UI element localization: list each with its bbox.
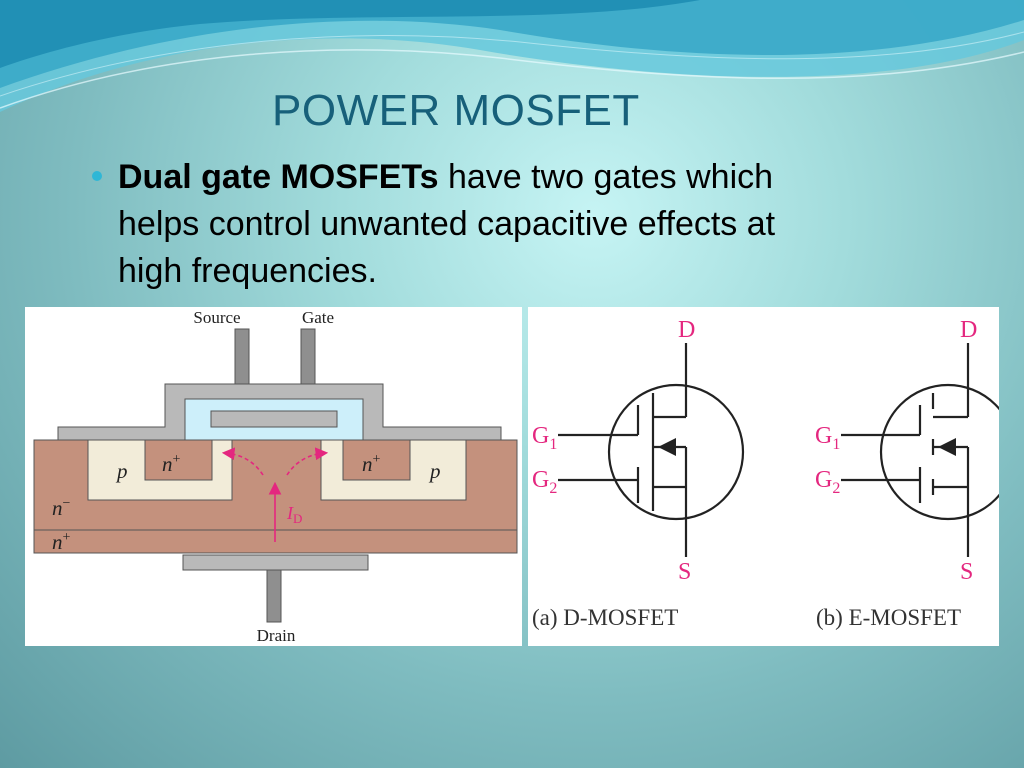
d-mosfet-arrow-icon [658,438,676,456]
drain-terminal [266,569,282,623]
d-mosfet-symbol [558,343,745,557]
e-mosfet-source-label: S [960,559,973,585]
e-mosfet-arrow-icon [938,438,956,456]
n-plus-label-right: n+ [362,452,381,476]
d-mosfet-source-label: S [678,559,691,585]
n-plus-substrate-label: n+ [52,530,71,554]
n-plus-region-left [144,439,213,481]
current-arrow-right [286,447,329,476]
header-wave-decoration [0,0,1024,112]
d-mosfet-g2-label: G2 [532,467,557,497]
bullet-line2: helps control unwanted capacitive effect… [118,205,776,243]
drain-label: Drain [257,626,296,645]
drain-current-label: ID [286,503,302,526]
d-mosfet-g1-label: G1 [532,423,557,453]
caption-d-mosfet: (a) D-MOSFET [532,605,678,630]
p-label-right: p [428,459,441,483]
p-label-left: p [115,459,128,483]
slide-title: POWER MOSFET [272,86,640,135]
gate-electrode [210,410,338,428]
d-mosfet-drain-label: D [678,317,695,343]
mosfet-cross-section-diagram: Source Gate Drain p p n+ n+ n− n+ ID [25,307,522,646]
e-mosfet-g1-label: G1 [815,423,840,453]
source-label: Source [193,308,240,327]
caption-e-mosfet: (b) E-MOSFET [816,605,961,630]
bullet-dot-icon [92,171,102,181]
n-plus-label-left: n+ [162,452,181,476]
n-minus-label: n− [52,496,71,520]
source-terminal [234,328,250,385]
dual-gate-mosfet-symbols: D S G1 G2 D S G1 G2 (a) D-MOSFET (b) E-M… [528,307,1017,646]
bullet-line3: high frequencies. [118,252,377,290]
e-mosfet-g2-label: G2 [815,467,840,497]
bullet-text: Dual gate MOSFETs have two gates which h… [118,154,918,295]
e-mosfet-symbol [841,343,1017,557]
bullet-line1-rest: have two gates which [438,158,774,196]
e-mosfet-drain-label: D [960,317,977,343]
gate-label: Gate [302,308,334,327]
bullet-bold-term: Dual gate MOSFETs [118,158,439,196]
drain-metal-contact [182,554,369,571]
current-arrow-left [221,447,264,476]
n-plus-region-right [342,439,411,481]
